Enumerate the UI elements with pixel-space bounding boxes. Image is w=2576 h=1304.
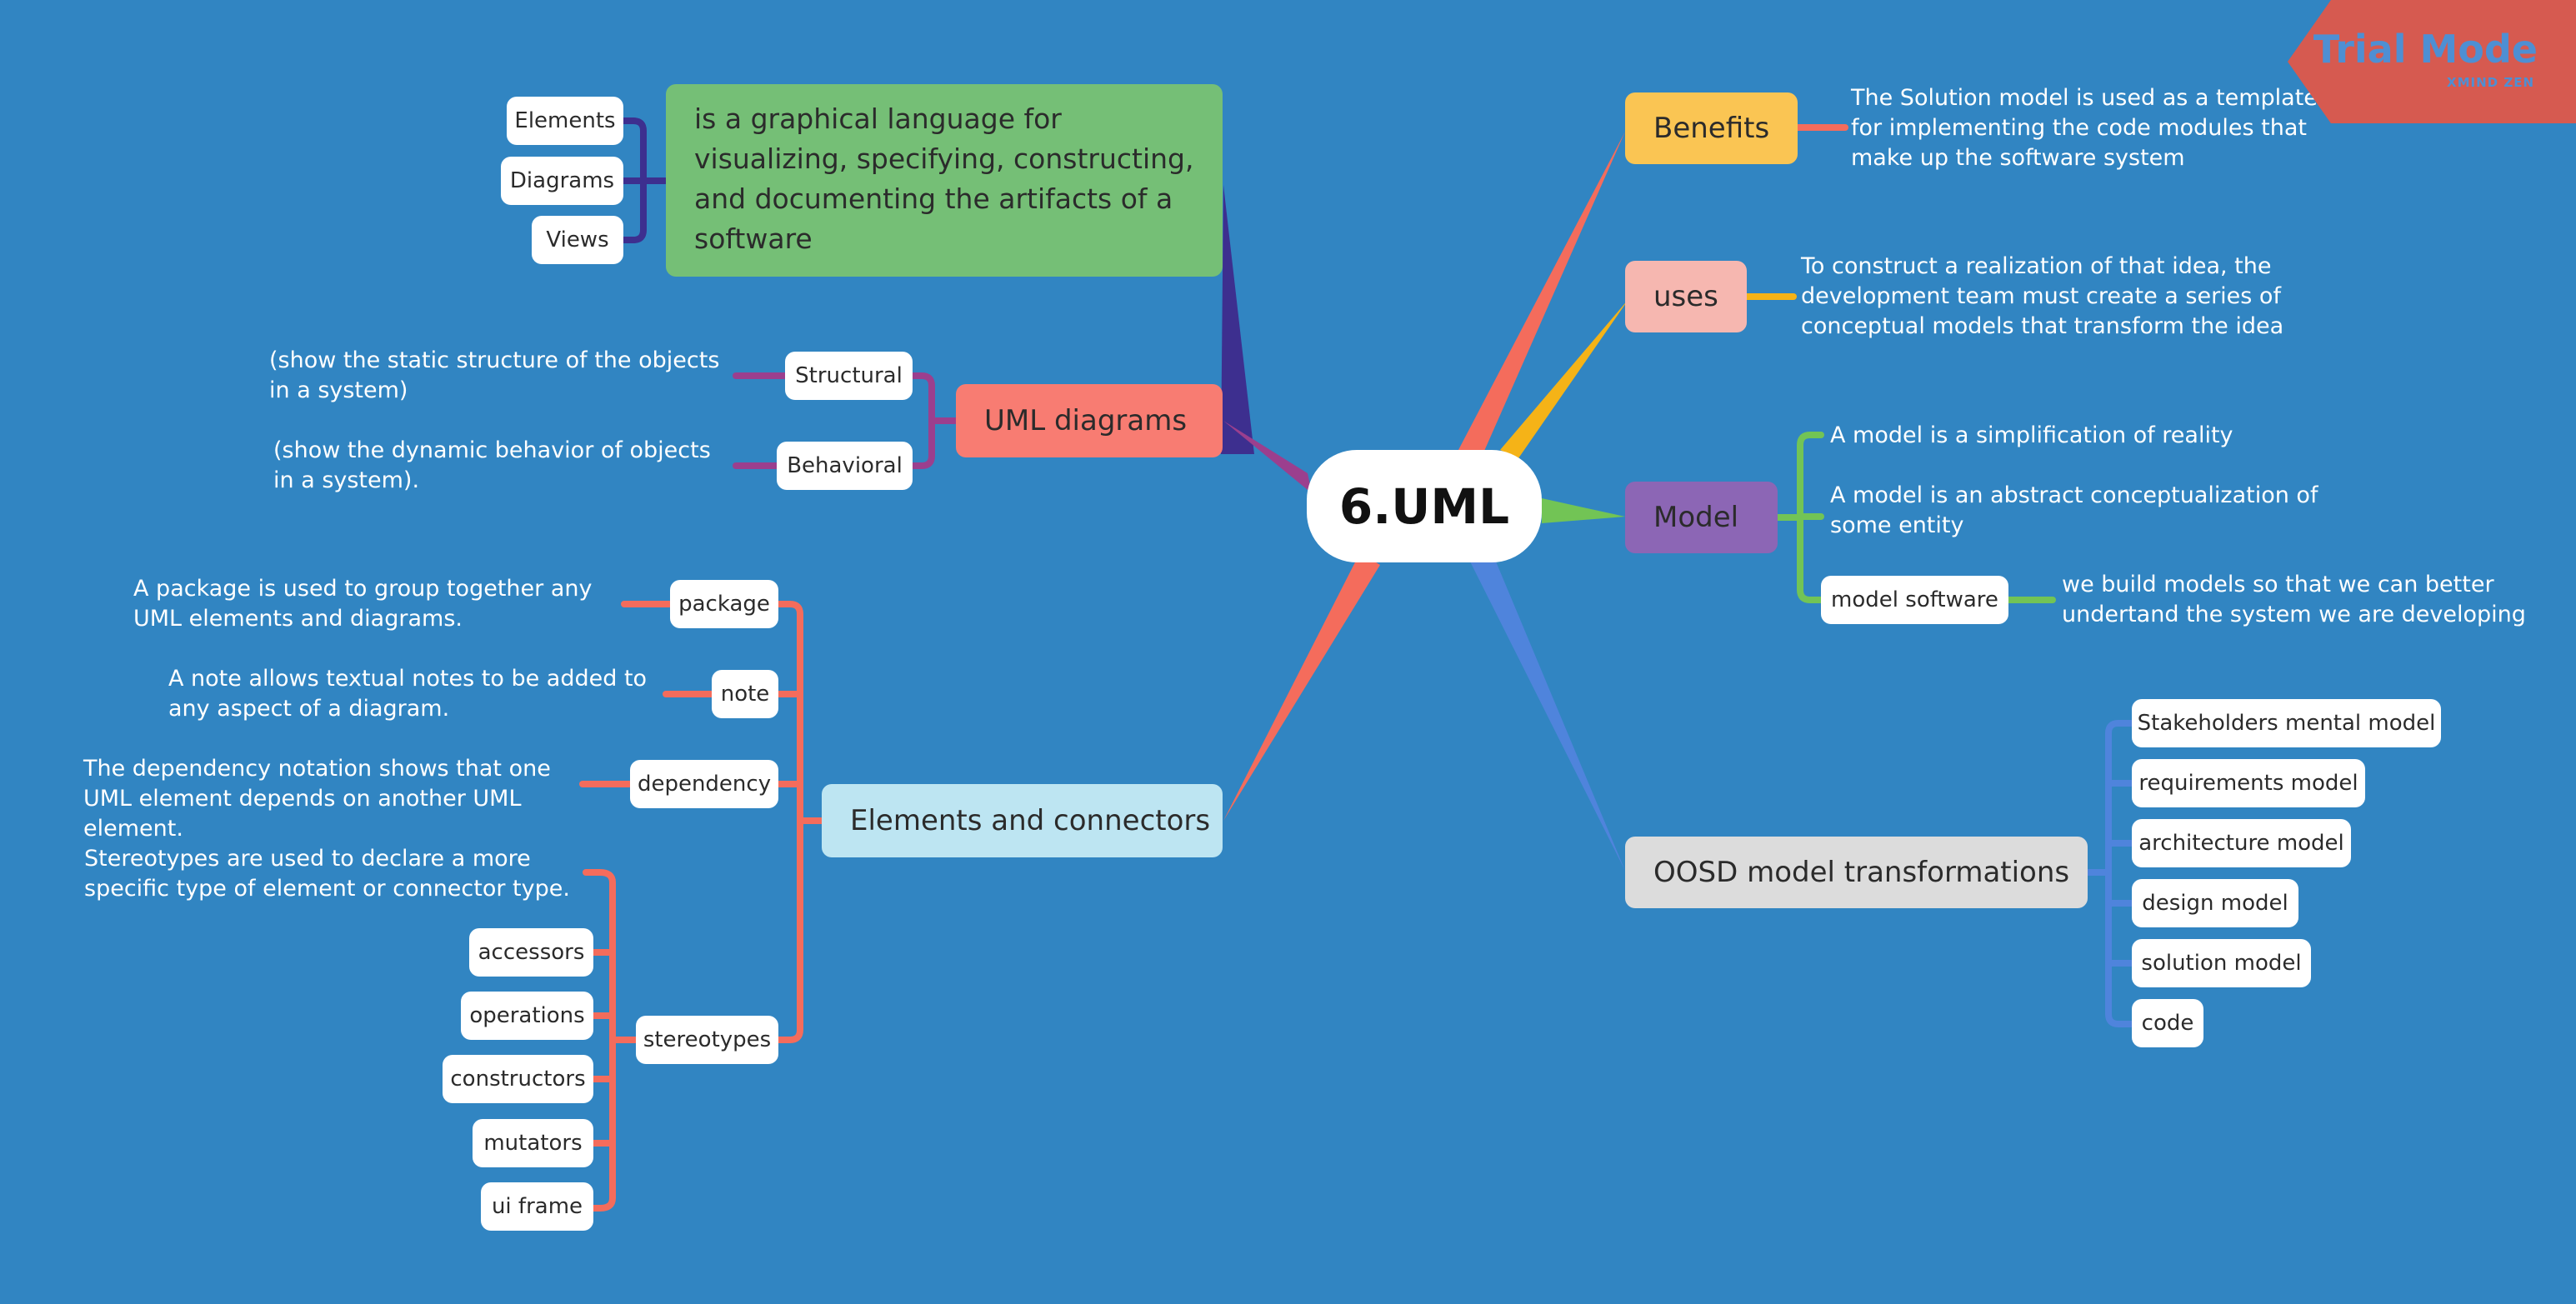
- element-note[interactable]: note: [712, 670, 778, 718]
- model-topic[interactable]: Model: [1625, 482, 1778, 553]
- behavioral-note: (show the dynamic behavior of objects in…: [273, 437, 711, 493]
- definition-topic[interactable]: is a graphical language for visualizing,…: [666, 84, 1223, 277]
- element-stereotypes[interactable]: stereotypes: [636, 1016, 778, 1064]
- trial-mode-sub: XMIND ZEN: [2447, 75, 2534, 90]
- branch-benefits: [1458, 132, 1625, 457]
- model-note-abstract: A model is an abstract conceptualization…: [1830, 482, 2318, 538]
- oosd-item-architecture[interactable]: architecture model: [2132, 819, 2351, 867]
- oosd-item-design[interactable]: design model: [2132, 879, 2298, 927]
- branch-elements: [1223, 552, 1380, 821]
- uml-diagrams-structural[interactable]: Structural: [785, 352, 913, 400]
- stereotype-constructors[interactable]: constructors: [443, 1055, 593, 1103]
- branch-uml-diagrams: [1223, 421, 1312, 493]
- oosd-topic[interactable]: OOSD model transformations: [1625, 837, 2088, 908]
- dependency-note: The dependency notation shows that one U…: [83, 756, 551, 842]
- elements-connectors-topic[interactable]: Elements and connectors: [822, 784, 1223, 857]
- stereotype-accessors[interactable]: accessors: [469, 928, 593, 977]
- package-note: A package is used to group together any …: [133, 576, 593, 632]
- oosd-item-stakeholders[interactable]: Stakeholders mental model: [2132, 699, 2441, 747]
- benefits-topic[interactable]: Benefits: [1625, 92, 1798, 164]
- uml-diagrams-topic[interactable]: UML diagrams: [956, 384, 1223, 457]
- branch-oosd: [1468, 552, 1625, 871]
- benefits-note: The Solution model is used as a template…: [1851, 85, 2318, 171]
- element-dependency[interactable]: dependency: [630, 760, 778, 808]
- branch-definition: [1221, 185, 1254, 454]
- central-topic[interactable]: 6.UML: [1307, 450, 1542, 562]
- stereotype-operations[interactable]: operations: [461, 992, 593, 1040]
- model-software[interactable]: model software: [1821, 576, 2008, 624]
- definition-item-elements[interactable]: Elements: [507, 97, 623, 145]
- uses-note: To construct a realization of that idea,…: [1801, 253, 2284, 339]
- trial-mode-badge[interactable]: Trial Mode XMIND ZEN: [2288, 0, 2576, 123]
- stereotype-ui-frame[interactable]: ui frame: [481, 1182, 593, 1231]
- branch-model: [1542, 498, 1625, 523]
- model-note-simplification: A model is a simplification of reality: [1830, 422, 2233, 448]
- oosd-item-solution[interactable]: solution model: [2132, 939, 2311, 987]
- uml-diagrams-behavioral[interactable]: Behavioral: [777, 442, 913, 490]
- definition-item-diagrams[interactable]: Diagrams: [501, 157, 623, 205]
- stereotypes-note: Stereotypes are used to declare a more s…: [84, 846, 570, 902]
- branch-uses: [1500, 298, 1629, 458]
- trial-mode-label: Trial Mode: [2313, 27, 2538, 72]
- oosd-item-code[interactable]: code: [2132, 999, 2203, 1047]
- stereotype-mutators[interactable]: mutators: [473, 1119, 593, 1167]
- definition-item-views[interactable]: Views: [532, 216, 623, 264]
- model-software-note: we build models so that we can better un…: [2062, 572, 2526, 627]
- element-package[interactable]: package: [670, 580, 778, 628]
- uses-topic[interactable]: uses: [1625, 261, 1747, 332]
- note-note: A note allows textual notes to be added …: [168, 666, 648, 722]
- structural-note: (show the static structure of the object…: [269, 347, 720, 403]
- oosd-item-requirements[interactable]: requirements model: [2132, 759, 2365, 807]
